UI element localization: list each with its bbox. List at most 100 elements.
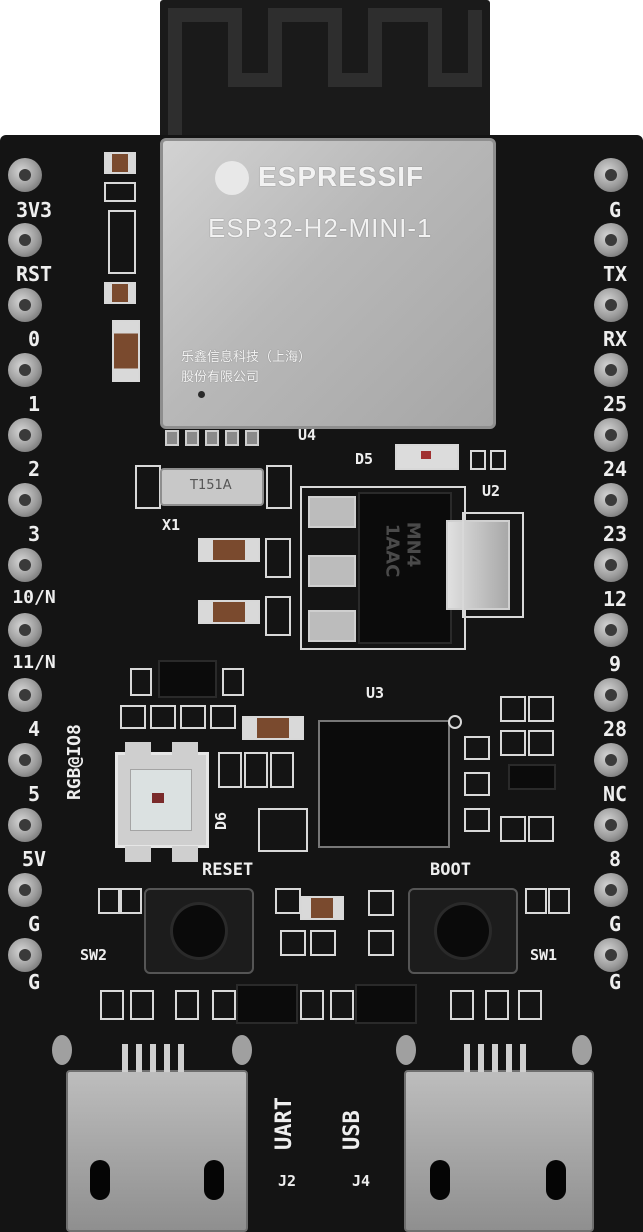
usb-slot-icon	[430, 1160, 450, 1200]
boot-button-cap-icon	[437, 905, 489, 957]
resistor-footprint	[330, 990, 354, 1020]
resistor-footprint	[275, 888, 301, 914]
header-pin	[594, 288, 628, 322]
resistor-footprint	[180, 705, 206, 729]
pin-label-left: G	[27, 970, 41, 994]
header-pin	[594, 938, 628, 972]
diode-package	[355, 984, 417, 1024]
pin-label-right: RX	[602, 327, 628, 351]
diode-package	[236, 984, 298, 1024]
pin-label-right: G	[608, 970, 622, 994]
resistor-footprint	[265, 596, 291, 636]
resistor-footprint	[470, 450, 486, 470]
resistor-footprint	[485, 990, 509, 1020]
module-pad	[165, 430, 179, 446]
header-pin	[8, 678, 42, 712]
header-pin	[8, 288, 42, 322]
usb-label: USB	[340, 1110, 365, 1150]
usb-port-j4[interactable]	[404, 1044, 594, 1232]
header-pin	[8, 483, 42, 517]
pin-label-right: 23	[602, 522, 628, 546]
resistor-footprint	[490, 450, 506, 470]
capacitor	[198, 600, 260, 624]
pin-label-left: G	[27, 912, 41, 936]
led-pad	[172, 742, 198, 758]
resistor-footprint	[120, 705, 146, 729]
resistor-footprint	[500, 696, 526, 722]
resistor-footprint	[218, 752, 242, 788]
pcb-antenna	[160, 0, 490, 140]
rgb-led-d6	[115, 752, 209, 848]
capacitor	[198, 538, 260, 562]
refdes-d6: D6	[212, 811, 230, 830]
capacitor-footprint	[135, 465, 161, 509]
capacitor	[112, 320, 140, 382]
resistor-footprint	[130, 668, 152, 696]
esp32-module-shield: ESPRESSIF ESP32-H2-MINI-1 乐鑫信息科技（上海） 股份有…	[160, 138, 496, 429]
module-maker-line2: 股份有限公司	[181, 370, 260, 385]
diode-package	[158, 660, 217, 698]
resistor-footprint	[500, 730, 526, 756]
header-pin	[594, 678, 628, 712]
header-pin	[8, 873, 42, 907]
module-pad	[245, 430, 259, 446]
pin-label-left: 1	[27, 392, 41, 416]
regulator-lead	[308, 610, 356, 642]
transistor-package	[508, 764, 556, 790]
refdes-j4: J4	[352, 1172, 371, 1190]
capacitor	[104, 282, 136, 304]
header-pin	[594, 418, 628, 452]
capacitor	[300, 896, 344, 920]
pin-label-right: 24	[602, 457, 628, 481]
resistor-footprint	[100, 990, 124, 1020]
regulator-lead	[308, 496, 356, 528]
reset-button[interactable]	[144, 888, 254, 974]
boot-button[interactable]	[408, 888, 518, 974]
crystal-marking: T151A	[190, 478, 232, 493]
usb-slot-icon	[546, 1160, 566, 1200]
resistor-footprint	[175, 990, 199, 1020]
boot-label: BOOT	[430, 860, 471, 880]
antenna-trace-icon	[168, 8, 482, 135]
resistor-footprint	[548, 888, 570, 914]
regulator-marking-1: MN4	[402, 521, 424, 568]
usb-pins-icon	[122, 1044, 186, 1072]
resistor-footprint	[518, 990, 542, 1020]
header-pin	[594, 353, 628, 387]
pin-label-right: NC	[602, 782, 628, 806]
pin-label-left: 3V3	[15, 198, 53, 222]
pin-label-right: TX	[602, 262, 628, 286]
header-pin	[594, 158, 628, 192]
header-pin	[594, 223, 628, 257]
pin-label-right: 9	[608, 652, 622, 676]
header-pin	[8, 223, 42, 257]
regulator-lead	[308, 555, 356, 587]
resistor-footprint	[368, 930, 394, 956]
pin-label-left: 10/N	[12, 587, 56, 608]
capacitor	[104, 152, 136, 174]
regulator-marking-2: 1AAC	[381, 523, 403, 578]
resistor-footprint	[130, 990, 154, 1020]
resistor-footprint	[464, 772, 490, 796]
refdes-d5: D5	[355, 450, 374, 468]
reset-label: RESET	[202, 860, 254, 880]
usb-shell-pin	[52, 1035, 72, 1065]
refdes-x1: X1	[162, 516, 181, 534]
header-pin	[594, 808, 628, 842]
regulator-body: MN4 1AAC	[358, 492, 452, 644]
resistor-footprint	[280, 930, 306, 956]
pin-label-left: 11/N	[12, 652, 56, 673]
refdes-sw1: SW1	[530, 946, 558, 964]
led-pad	[125, 742, 151, 758]
resistor-footprint	[310, 930, 336, 956]
pin1-dot-icon	[198, 391, 205, 398]
resistor-footprint	[222, 668, 244, 696]
uart-usb-port-j2[interactable]	[66, 1044, 248, 1232]
header-pin	[8, 808, 42, 842]
resistor-footprint	[300, 990, 324, 1020]
usb-shell-pin	[396, 1035, 416, 1065]
resistor-footprint	[212, 990, 236, 1020]
pin1-marker-icon	[448, 715, 462, 729]
module-pad	[205, 430, 219, 446]
resistor-footprint	[450, 990, 474, 1020]
